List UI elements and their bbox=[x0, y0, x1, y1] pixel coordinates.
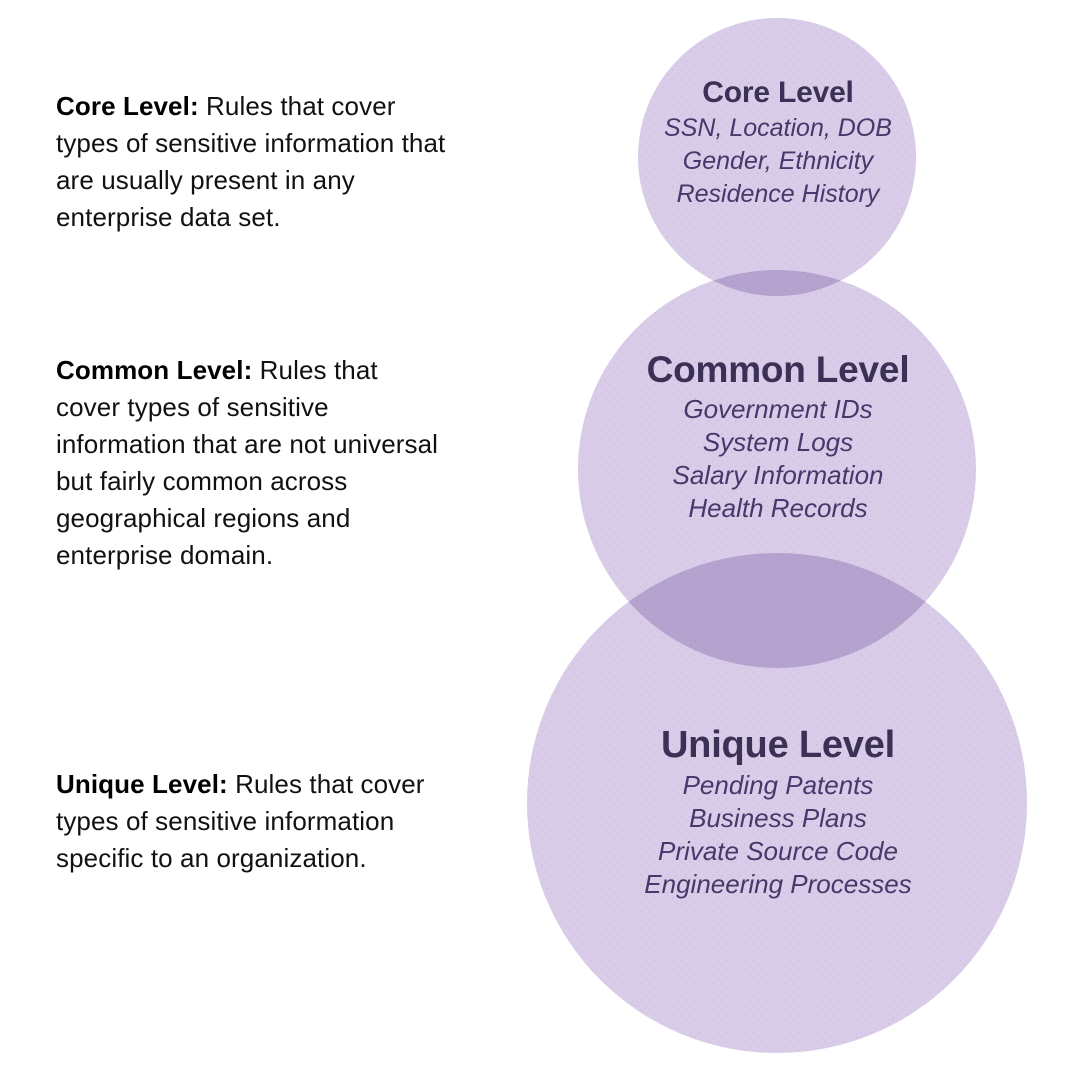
description-core-level: Core Level: Rules that cover types of se… bbox=[56, 88, 446, 236]
description-common-level: Common Level: Rules that cover types of … bbox=[56, 352, 446, 574]
circle-unique-level bbox=[527, 553, 1027, 1053]
description-column: Core Level: Rules that cover types of se… bbox=[56, 0, 452, 1080]
description-unique-level-text: Rules that cover types of sensitive info… bbox=[56, 769, 425, 873]
circle-core-level bbox=[638, 18, 916, 296]
description-core-level-label: Core Level: bbox=[56, 91, 199, 121]
description-unique-level-label: Unique Level: bbox=[56, 769, 228, 799]
description-core-level-text: Rules that cover types of sensitive info… bbox=[56, 91, 446, 232]
description-unique-level: Unique Level: Rules that cover types of … bbox=[56, 766, 446, 877]
description-common-level-text: Rules that cover types of sensitive info… bbox=[56, 355, 439, 570]
description-common-level-label: Common Level: bbox=[56, 355, 253, 385]
circle-common-level bbox=[578, 270, 976, 668]
